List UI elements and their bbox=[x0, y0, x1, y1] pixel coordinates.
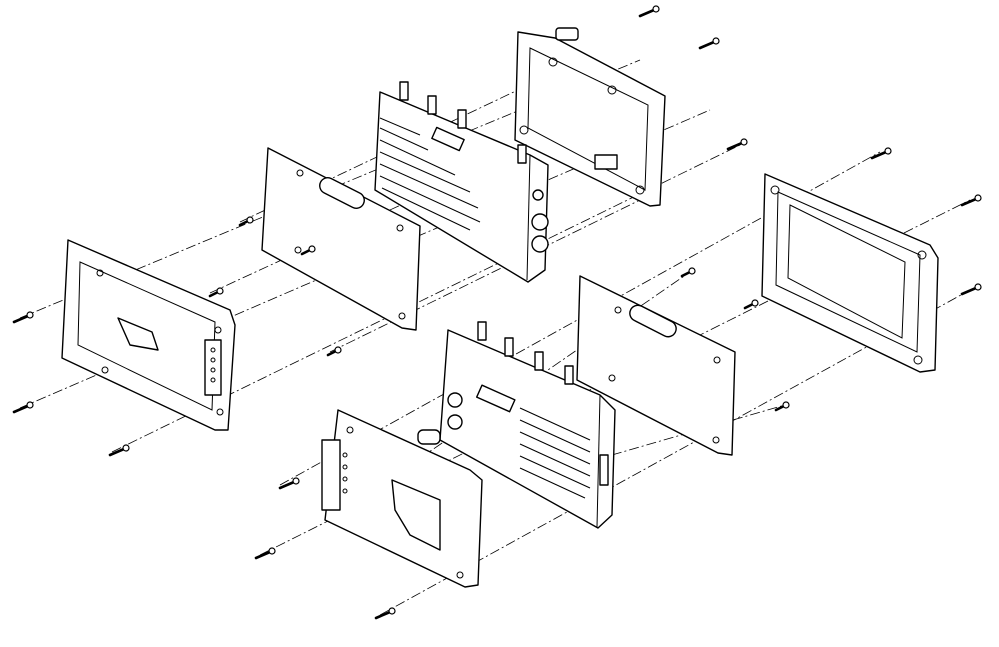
screw-icon bbox=[326, 346, 342, 357]
right-frame bbox=[761, 173, 939, 373]
screw-icon bbox=[638, 5, 660, 18]
screw-icon bbox=[743, 299, 759, 310]
top-device bbox=[374, 81, 549, 283]
top-frame bbox=[514, 27, 666, 207]
screw-icon bbox=[870, 147, 892, 160]
top-plate bbox=[261, 147, 421, 331]
screw-icon bbox=[960, 194, 982, 207]
screw-icon bbox=[300, 245, 316, 256]
screw-icon bbox=[774, 401, 790, 412]
screw-icon bbox=[238, 216, 254, 227]
screw-icon bbox=[278, 477, 300, 490]
screw-icon bbox=[680, 267, 696, 278]
screws bbox=[12, 5, 982, 620]
top-vmount-plate bbox=[61, 239, 236, 431]
screw-icon bbox=[960, 283, 982, 296]
screw-icon bbox=[108, 444, 130, 457]
lower-vmount-plate bbox=[321, 409, 483, 588]
screw-icon bbox=[12, 311, 34, 324]
screw-icon bbox=[12, 401, 34, 414]
lower-plate bbox=[576, 275, 736, 456]
screw-icon bbox=[254, 547, 276, 560]
screw-icon bbox=[208, 287, 224, 298]
screw-icon bbox=[726, 138, 748, 151]
screw-icon bbox=[374, 607, 396, 620]
screw-icon bbox=[698, 37, 720, 50]
